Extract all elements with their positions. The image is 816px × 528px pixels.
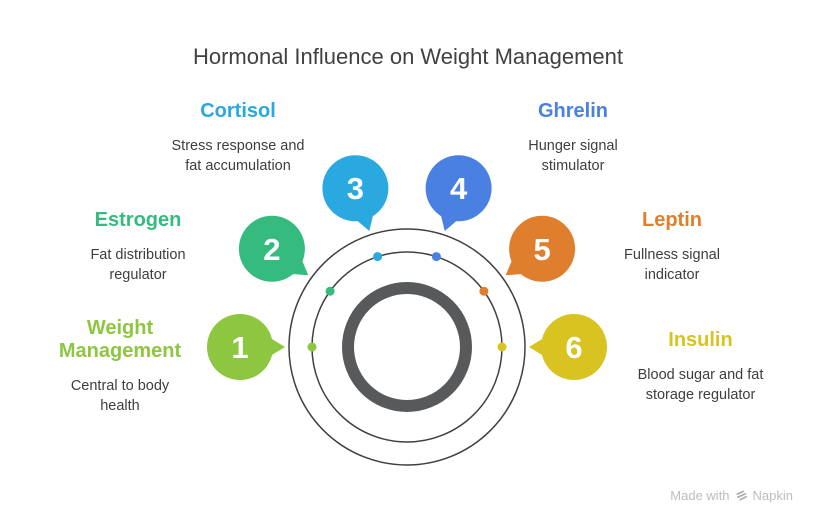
bubble-number: 6 bbox=[565, 330, 582, 365]
napkin-credit-link[interactable]: Made with Napkin bbox=[670, 488, 793, 503]
bubble-number: 1 bbox=[231, 330, 248, 365]
item-description: Central to body health bbox=[70, 378, 170, 414]
orbit-dot-3 bbox=[373, 252, 383, 262]
item-title: Cortisol bbox=[200, 100, 276, 122]
item-block-ghrelin: Ghrelin Hunger signal stimulator bbox=[498, 100, 648, 176]
center-ring bbox=[342, 282, 472, 412]
bubble-marker-6: 6 bbox=[529, 314, 607, 380]
bubble-number: 3 bbox=[347, 171, 364, 206]
orbit-dot-5 bbox=[479, 286, 489, 296]
item-block-insulin: Insulin Blood sugar and fat storage regu… bbox=[613, 329, 788, 405]
item-title: Ghrelin bbox=[537, 100, 608, 122]
bubble-marker-2: 2 bbox=[238, 215, 309, 282]
orbit-dot-1 bbox=[307, 342, 317, 352]
item-block-estrogen: Estrogen Fat distribution regulator bbox=[63, 209, 213, 285]
bubble-marker-1: 1 bbox=[207, 314, 285, 380]
item-description: Hunger signal stimulator bbox=[528, 138, 618, 174]
item-block-cortisol: Cortisol Stress response and fat accumul… bbox=[163, 100, 313, 176]
item-block-weight-management: Weight Management Central to body health bbox=[45, 317, 195, 416]
bubble-number: 2 bbox=[263, 232, 280, 267]
bubble-circle bbox=[541, 314, 607, 380]
bubble-circle bbox=[207, 314, 273, 380]
bubble-number: 4 bbox=[450, 171, 468, 206]
bubble-circle bbox=[238, 215, 305, 282]
item-description: Blood sugar and fat storage regulator bbox=[637, 367, 764, 403]
item-title: Weight Management bbox=[58, 317, 182, 362]
page-title: Hormonal Influence on Weight Management bbox=[192, 44, 624, 69]
item-title: Insulin bbox=[668, 329, 733, 351]
outer-orbit-circle bbox=[288, 228, 526, 466]
bubble-number: 5 bbox=[533, 232, 550, 267]
made-with-text: Made with bbox=[670, 488, 730, 503]
item-description: Stress response and fat accumulation bbox=[171, 138, 305, 174]
bubble-marker-4: 4 bbox=[425, 155, 492, 231]
bubble-circle bbox=[509, 215, 576, 282]
bubble-circle bbox=[425, 155, 492, 222]
middle-orbit-circle bbox=[311, 251, 503, 443]
napkin-brand-text: Napkin bbox=[752, 488, 793, 503]
orbit-dot-6 bbox=[497, 342, 507, 352]
bubble-circle bbox=[322, 155, 389, 222]
item-block-leptin: Leptin Fullness signal indicator bbox=[597, 209, 747, 285]
item-description: Fullness signal indicator bbox=[624, 247, 720, 283]
item-title: Estrogen bbox=[94, 209, 182, 231]
bubble-marker-3: 3 bbox=[322, 155, 389, 231]
orbit-dot-4 bbox=[431, 252, 441, 262]
item-description: Fat distribution regulator bbox=[90, 247, 186, 283]
orbit-dot-2 bbox=[325, 286, 335, 296]
napkin-logo-icon bbox=[735, 489, 748, 502]
bubble-marker-5: 5 bbox=[505, 215, 576, 282]
item-title: Leptin bbox=[642, 209, 702, 231]
